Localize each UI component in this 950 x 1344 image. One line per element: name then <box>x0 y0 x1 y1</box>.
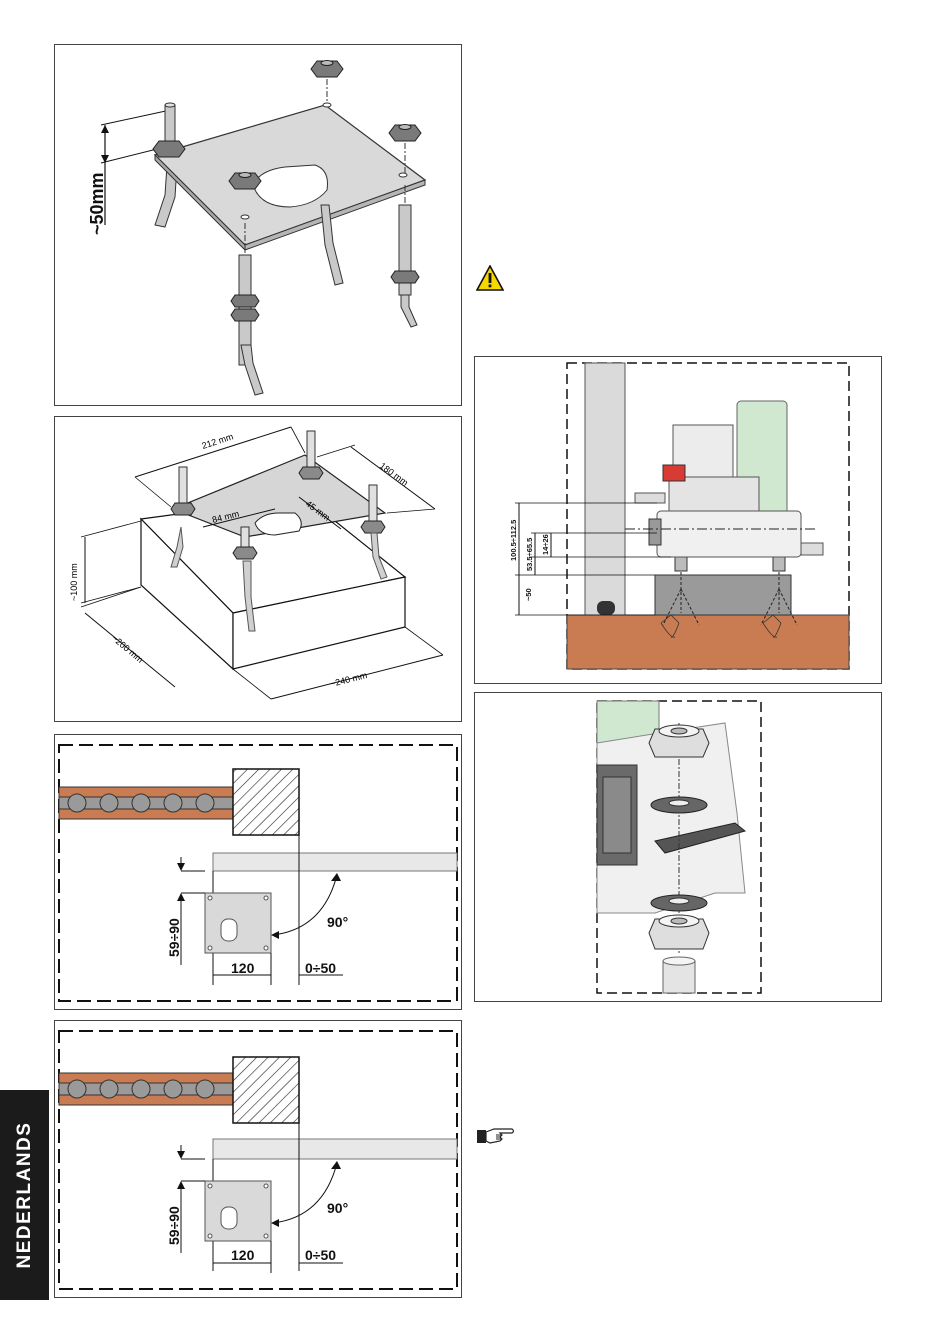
warning-triangle-icon <box>476 265 504 291</box>
fig4-offset-range: 0÷50 <box>305 1247 336 1263</box>
nut-rear-left <box>153 141 185 157</box>
dim-a: 100.5÷112.5 <box>509 520 518 561</box>
fig1-height-label: ~50mm <box>87 172 107 235</box>
fig-base-dimensions: 212 mm 180 mm 84 mm 45 mm ~100 mm ~200 m… <box>54 416 462 722</box>
dim-c: 14÷26 <box>541 534 550 555</box>
nut-top <box>311 61 343 78</box>
fig4-angle: 90° <box>327 1200 348 1216</box>
fig-topview-a: 59÷90 90° 120 0÷50 <box>54 734 462 1010</box>
fig-plate-bolts: ~50mm <box>54 44 462 406</box>
fig-topview-b: 59÷90 90° 120 0÷50 <box>54 1020 462 1298</box>
language-tab: NEDERLANDS <box>0 1090 49 1300</box>
dim-base-height: ~100 mm <box>69 563 79 601</box>
nut-right <box>389 125 421 142</box>
fig-operator-elevation: 100.5÷112.5 53.5÷65.5 14÷26 ~50 <box>474 356 882 684</box>
fig-nut-detail <box>474 692 882 1002</box>
dim-base-width: ~240 mm <box>329 670 368 689</box>
nut-front <box>229 173 261 190</box>
fig3-offset-range: 0÷50 <box>305 960 336 976</box>
fig3-plate-len: 120 <box>231 960 255 976</box>
dim-plate-width: 212 mm <box>201 431 235 451</box>
language-tab-label: NEDERLANDS <box>14 1122 36 1269</box>
fig4-plate-len: 120 <box>231 1247 255 1263</box>
dim-base-depth: ~200 mm <box>110 633 145 665</box>
dim-d: ~50 <box>524 588 533 601</box>
dim-plate-depth: 180 mm <box>378 461 410 488</box>
fig3-angle: 90° <box>327 914 348 930</box>
dim-b: 53.5÷65.5 <box>525 538 534 571</box>
fig4-vertical-range: 59÷90 <box>166 1206 182 1245</box>
pointing-hand-icon <box>476 1126 516 1146</box>
fig3-vertical-range: 59÷90 <box>166 918 182 957</box>
